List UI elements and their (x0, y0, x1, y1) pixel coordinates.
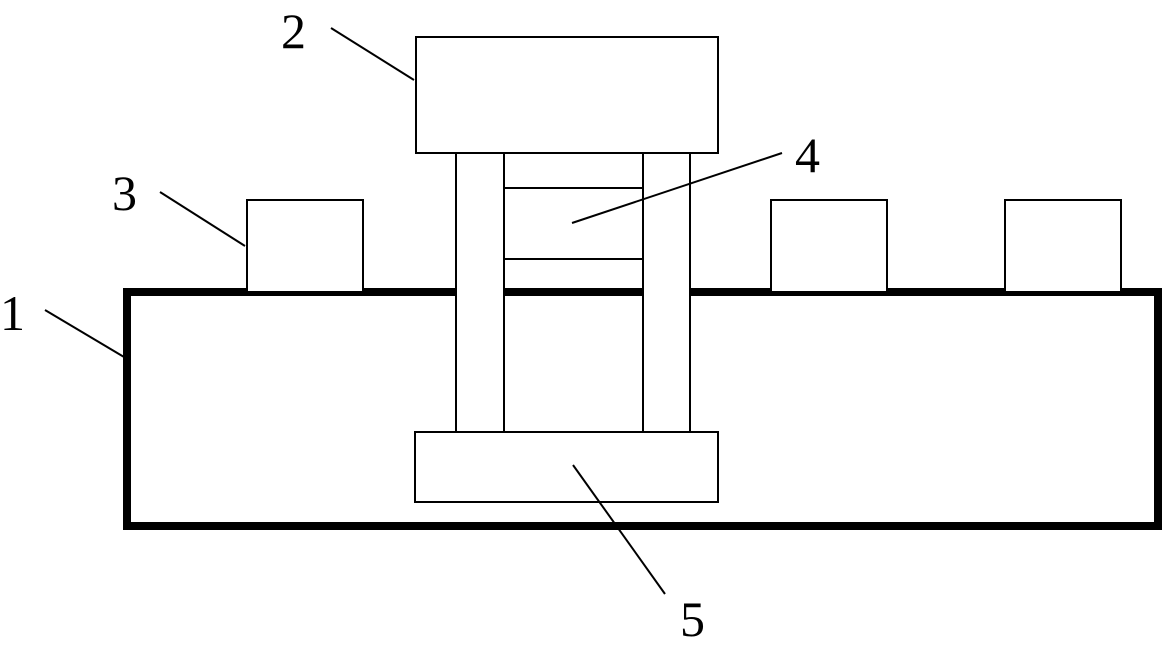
side-block-far-right (1004, 199, 1122, 293)
leader-line-2 (330, 27, 415, 81)
callout-4: 4 (795, 127, 820, 183)
top-block (415, 36, 719, 154)
leader-line-5 (572, 464, 666, 595)
column-left (455, 152, 505, 434)
leader-line-1 (44, 309, 125, 358)
side-block-left (246, 199, 364, 293)
callout-5: 5 (680, 591, 705, 647)
callout-1: 1 (0, 285, 25, 341)
leader-line-3 (159, 191, 246, 247)
leader-line-4 (571, 152, 783, 224)
side-block-middle-right (770, 199, 888, 293)
bottom-block (414, 431, 719, 503)
column-right (642, 152, 691, 434)
callout-3: 3 (112, 165, 137, 221)
callout-2: 2 (281, 3, 306, 59)
